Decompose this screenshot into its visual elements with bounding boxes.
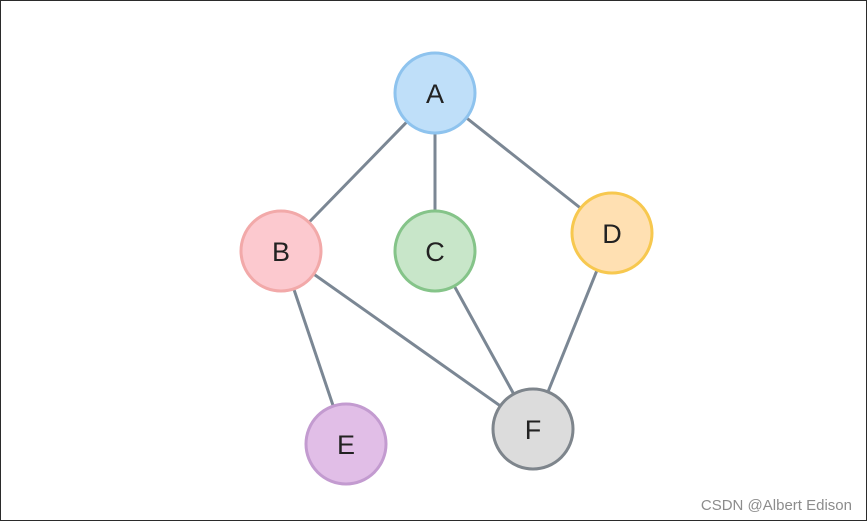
node-e-circle [304,402,388,486]
node-a-circle [393,51,477,135]
node-f: F [491,387,575,471]
node-f-circle [491,387,575,471]
node-c-circle [393,209,477,293]
edge-b-f [279,249,535,431]
node-e-label: E [337,430,355,460]
node-d-circle [570,191,654,275]
node-c-label: C [425,237,445,267]
node-d: D [570,191,654,275]
node-a-label: A [426,79,444,109]
node-c: C [393,209,477,293]
node-f-label: F [525,415,542,445]
node-a: A [393,51,477,135]
node-d-label: D [602,219,622,249]
node-b: B [239,209,323,293]
node-b-label: B [272,237,290,267]
node-b-circle [239,209,323,293]
watermark: CSDN @Albert Edison [700,497,852,514]
nodes-layer: A B C D E F [239,51,654,486]
node-e: E [304,402,388,486]
